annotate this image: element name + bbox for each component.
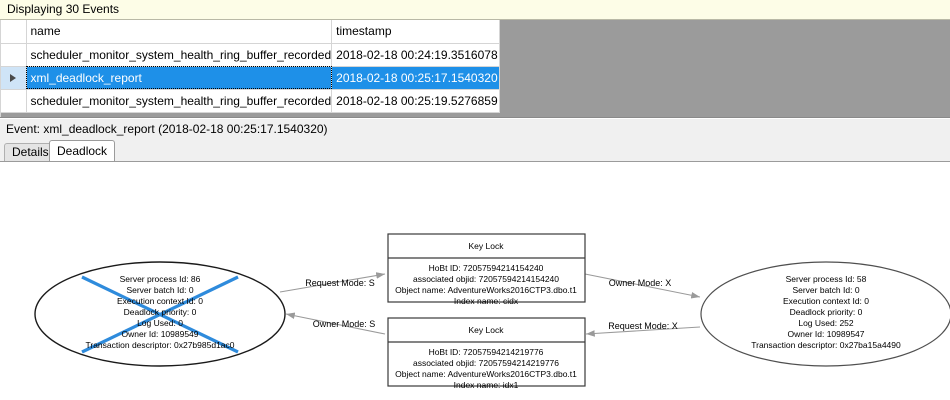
- row-selector-cell[interactable]: [0, 43, 27, 67]
- process-line: Log Used: 252: [798, 318, 854, 328]
- cell-timestamp[interactable]: 2018-02-18 00:25:17.1540320: [331, 66, 501, 90]
- edge-label: Request Mode: S: [305, 278, 375, 288]
- resource-line: associated objid: 72057594214219776: [413, 358, 559, 368]
- process-line: Server batch Id: 0: [792, 285, 859, 295]
- process-line: Transaction descriptor: 0x27b985d1ac0: [86, 340, 235, 350]
- events-grid-panel[interactable]: name timestamp scheduler_monitor_system_…: [0, 20, 950, 118]
- keylock-top[interactable]: Key Lock HoBt ID: 72057594214154240 asso…: [387, 233, 586, 306]
- detail-tabstrip: Details Deadlock: [0, 139, 950, 161]
- resource-line: HoBt ID: 72057594214219776: [429, 347, 544, 357]
- cell-name[interactable]: xml_deadlock_report: [26, 66, 333, 90]
- victim-cross-icon: [81, 275, 239, 354]
- edge-label: Request Mode: X: [608, 321, 678, 331]
- edge-right-owner[interactable]: Owner Mode: X: [584, 273, 701, 299]
- edge-line: [279, 272, 386, 293]
- events-grid[interactable]: name timestamp scheduler_monitor_system_…: [0, 20, 501, 113]
- edge-label: Owner Mode: S: [313, 319, 376, 329]
- resource-line: Index name: idx1: [454, 380, 519, 390]
- cell-timestamp[interactable]: 2018-02-18 00:25:19.5276859: [331, 89, 501, 113]
- deadlock-graph-svg[interactable]: Request Mode: S Owner Mode: X Owner Mode…: [0, 162, 950, 400]
- current-row-arrow-icon: [9, 74, 16, 83]
- events-banner-label: Displaying 30 Events: [7, 2, 120, 16]
- process-line: Transaction descriptor: 0x27ba15a4490: [751, 340, 901, 350]
- event-header-bar: Event: xml_deadlock_report (2018-02-18 0…: [0, 119, 950, 139]
- process-line: Server batch Id: 0: [126, 285, 193, 295]
- cell-name[interactable]: scheduler_monitor_system_health_ring_buf…: [26, 89, 333, 113]
- process-line: Server process Id: 86: [120, 274, 201, 284]
- resource-line: Index name: cidx: [454, 296, 519, 306]
- tab-deadlock[interactable]: Deadlock: [49, 140, 116, 161]
- process-line: Log Used: 0: [137, 318, 183, 328]
- edge-label: Owner Mode: X: [609, 278, 672, 288]
- process-line: Execution context Id: 0: [117, 296, 203, 306]
- grid-header-name[interactable]: name: [26, 20, 333, 44]
- edge-line: [285, 312, 386, 335]
- keylock-bottom[interactable]: Key Lock HoBt ID: 72057594214219776 asso…: [387, 317, 586, 390]
- grid-header-timestamp[interactable]: timestamp: [331, 20, 501, 44]
- process-line: Deadlock priority: 0: [124, 307, 197, 317]
- table-row[interactable]: scheduler_monitor_system_health_ring_buf…: [0, 89, 501, 113]
- process-left[interactable]: Server process Id: 86 Server batch Id: 0…: [34, 261, 286, 367]
- process-right[interactable]: Server process Id: 58 Server batch Id: 0…: [700, 261, 950, 367]
- resource-line: Object name: AdventureWorks2016CTP3.dbo.…: [395, 369, 577, 379]
- process-line: Deadlock priority: 0: [790, 307, 863, 317]
- resource-line: HoBt ID: 72057594214154240: [429, 263, 544, 273]
- cell-timestamp[interactable]: 2018-02-18 00:24:19.3516078: [331, 43, 501, 67]
- resource-line: Object name: AdventureWorks2016CTP3.dbo.…: [395, 285, 577, 295]
- resource-title: Key Lock: [469, 241, 505, 251]
- resource-title: Key Lock: [469, 325, 505, 335]
- resource-node-box[interactable]: [387, 317, 586, 387]
- process-line: Owner Id: 10989547: [787, 329, 864, 339]
- deadlock-graph-canvas[interactable]: Request Mode: S Owner Mode: X Owner Mode…: [0, 161, 950, 400]
- table-row[interactable]: scheduler_monitor_system_health_ring_buf…: [0, 43, 501, 67]
- edge-left-owner[interactable]: Owner Mode: S: [285, 312, 386, 335]
- grid-left-border: [0, 20, 1, 117]
- edge-left-request[interactable]: Request Mode: S: [279, 272, 386, 293]
- resource-line: associated objid: 72057594214154240: [413, 274, 559, 284]
- events-banner: Displaying 30 Events: [0, 0, 950, 20]
- table-row[interactable]: xml_deadlock_report 2018-02-18 00:25:17.…: [0, 66, 501, 90]
- row-selector-cell[interactable]: [0, 89, 27, 113]
- cell-name[interactable]: scheduler_monitor_system_health_ring_buf…: [26, 43, 333, 67]
- event-header-label: Event: xml_deadlock_report (2018-02-18 0…: [6, 122, 328, 136]
- edge-right-request[interactable]: Request Mode: X: [585, 321, 701, 337]
- edge-line: [585, 326, 701, 337]
- process-line: Owner Id: 10989549: [121, 329, 198, 339]
- row-selector-cell[interactable]: [0, 66, 27, 90]
- grid-header-selector: [0, 20, 27, 44]
- process-line: Server process Id: 58: [786, 274, 867, 284]
- edge-line: [584, 273, 701, 299]
- process-node-ellipse[interactable]: [700, 261, 950, 367]
- resource-node-box[interactable]: [387, 233, 586, 303]
- grid-header-row: name timestamp: [0, 20, 501, 44]
- process-line: Execution context Id: 0: [783, 296, 869, 306]
